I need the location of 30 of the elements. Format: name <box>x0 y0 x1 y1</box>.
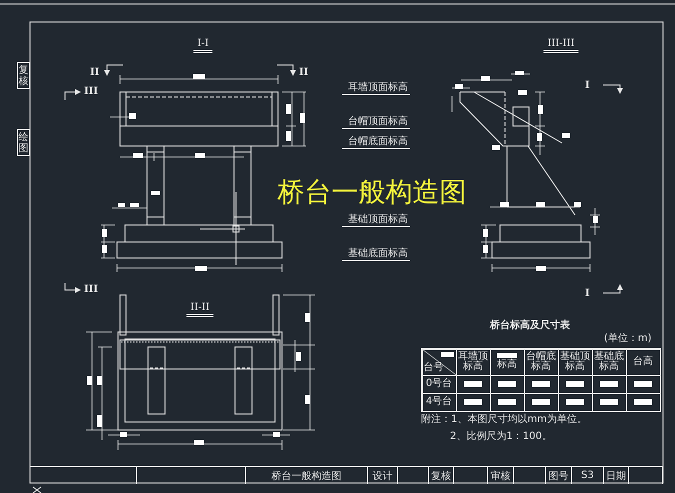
title-block-text: 日期 <box>606 470 626 482</box>
section-title: II-II <box>186 302 214 317</box>
sidebar-label: 绘图 <box>18 132 28 154</box>
elevation-label: 耳墙顶面标高 <box>342 82 410 95</box>
section-mark: III <box>84 284 98 295</box>
section-mark: III <box>84 86 98 97</box>
sidebar-label: 复核 <box>18 64 28 86</box>
table-header: 标高 <box>497 360 517 371</box>
title-block-text: 审核 <box>490 470 510 482</box>
note-text: 2、比例尺为1：100。 <box>450 431 552 442</box>
title-block-text: 桥台一般构造图 <box>272 470 342 482</box>
title-block-text: 图号 <box>548 470 568 482</box>
section-mark: II <box>90 67 100 78</box>
section-mark: I <box>585 80 590 91</box>
elevation-label: 基础底面标高 <box>342 248 410 261</box>
note-text: 附注：1、本图尺寸均以mm为单位。 <box>421 414 587 425</box>
section-title: I-I <box>193 38 213 53</box>
drawing-title: 桥台一般构造图 <box>278 178 466 208</box>
section-mark: I <box>585 288 590 299</box>
unit-note: (单位：m) <box>604 333 652 344</box>
table-title: 桥台标高及尺寸表 <box>490 320 570 331</box>
elevation-label: 基础顶面标高 <box>342 214 410 227</box>
elevation-label: 台帽顶面标高 <box>342 116 410 129</box>
title-block-text: 复核 <box>431 470 451 482</box>
section-mark: II <box>299 67 308 78</box>
section-title: III-III <box>543 38 579 53</box>
table-header: 台号 <box>424 363 444 374</box>
title-block-text: 设计 <box>372 470 392 482</box>
title-block-text: S3 <box>581 470 594 481</box>
elevation-label: 台帽底面标高 <box>342 136 410 149</box>
